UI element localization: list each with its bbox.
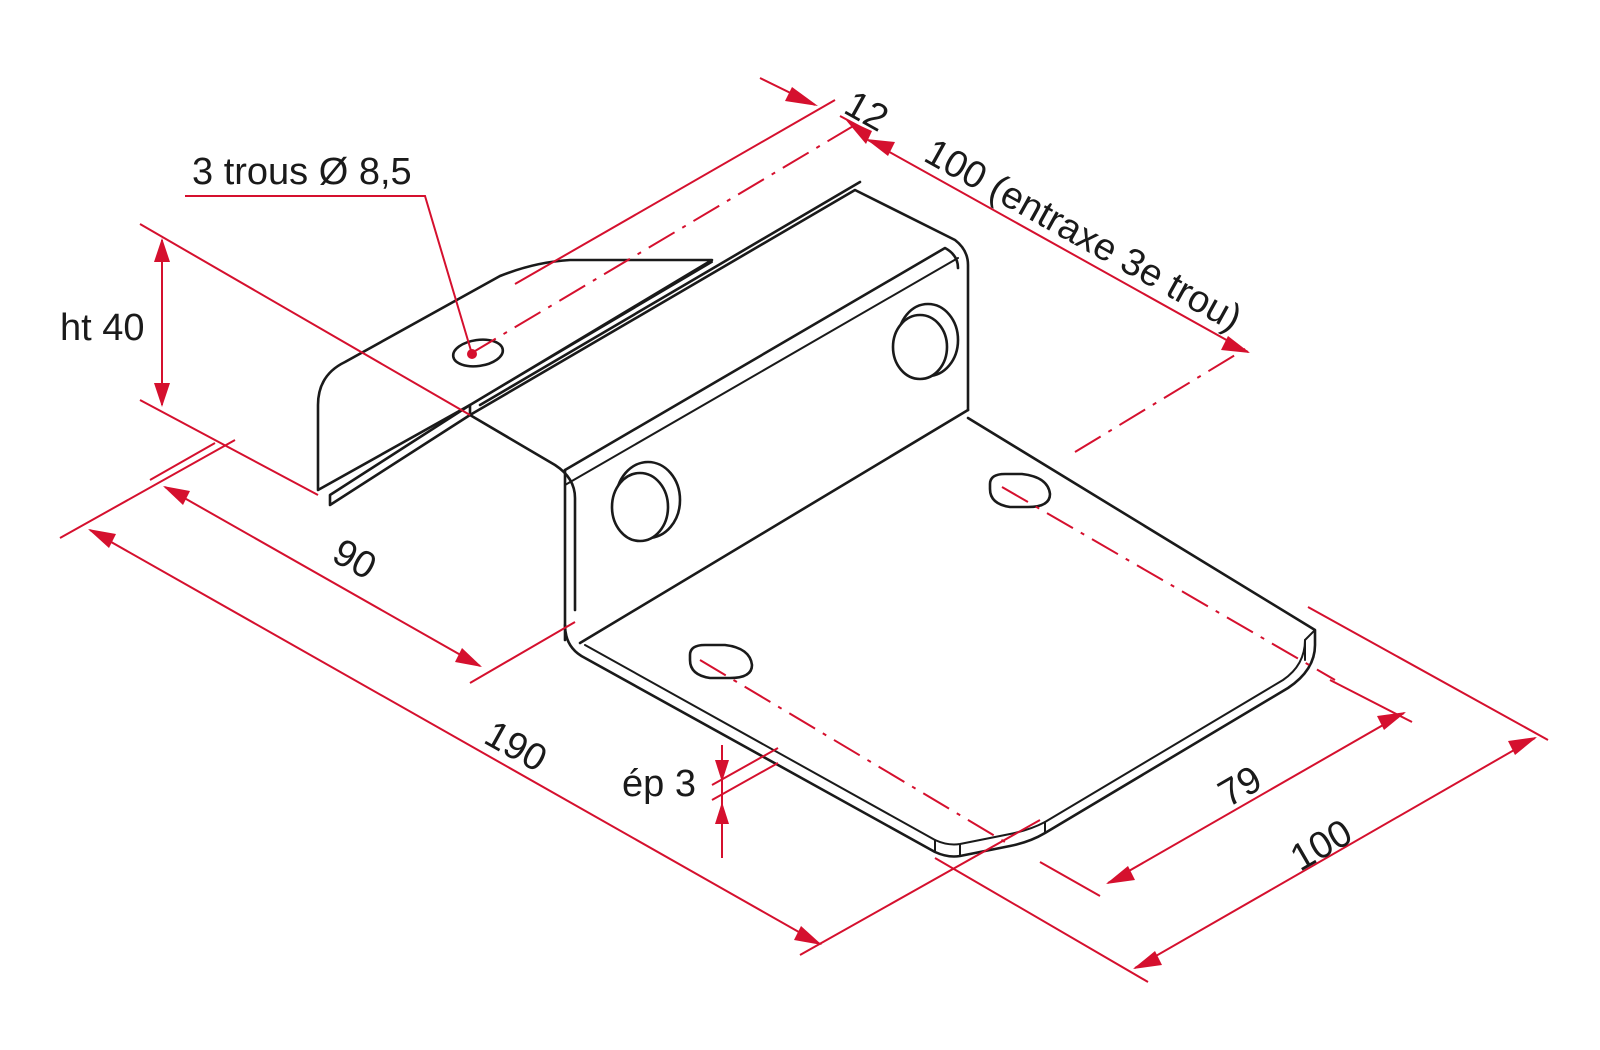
depth-100-ext bbox=[934, 606, 1549, 983]
height-arrow bbox=[154, 238, 170, 262]
offset-12-arrow bbox=[845, 119, 872, 144]
vertical-wall bbox=[468, 413, 577, 612]
top-flange-fold bbox=[469, 261, 713, 406]
base-plate-top bbox=[578, 408, 970, 645]
dim-79-arrow bbox=[1106, 866, 1135, 884]
width-90-label: 90 bbox=[326, 531, 383, 588]
slot-axis bbox=[699, 659, 1011, 846]
slotted-hole-icon bbox=[988, 472, 1052, 509]
length-190-label: 190 bbox=[478, 713, 554, 780]
dim-79-line bbox=[1107, 712, 1405, 884]
thickness-arrow bbox=[715, 760, 729, 782]
base-plate bbox=[563, 416, 1317, 858]
third-hole-axis bbox=[1074, 345, 1251, 453]
dim-79-arrow bbox=[1377, 712, 1406, 730]
depth-100-line bbox=[1134, 737, 1536, 969]
round-stud-icon bbox=[891, 302, 960, 381]
holes-label: 3 trous Ø 8,5 bbox=[192, 151, 412, 193]
spacing-100-line bbox=[867, 139, 1249, 353]
spacing-100-arrow bbox=[866, 139, 895, 156]
width-90-arrow bbox=[455, 648, 482, 667]
width-90-arrow bbox=[163, 486, 190, 505]
dim-79-label: 79 bbox=[1212, 758, 1270, 816]
thickness-label: ép 3 bbox=[622, 763, 696, 805]
hole-leader bbox=[185, 195, 473, 355]
depth-100-label: 100 bbox=[1284, 812, 1360, 880]
round-hole-icon bbox=[451, 338, 505, 368]
spacing-100-arrow bbox=[1221, 336, 1250, 353]
length-190-ext bbox=[59, 439, 1041, 956]
thickness-arrow bbox=[715, 802, 729, 824]
upper-ridge-inner bbox=[478, 180, 862, 407]
slot-axis bbox=[1001, 486, 1336, 681]
top-flange-top bbox=[316, 258, 714, 492]
width-90-line bbox=[164, 486, 481, 667]
top-hole-axis bbox=[469, 121, 861, 355]
top-flange-edge bbox=[328, 403, 472, 507]
base-plate-front-edge bbox=[584, 639, 1306, 846]
dimensions bbox=[59, 77, 1549, 983]
height-ext-top bbox=[139, 223, 471, 416]
depth-100-arrow bbox=[1508, 737, 1537, 755]
round-stud-icon bbox=[610, 460, 682, 543]
length-190-line bbox=[89, 529, 821, 945]
offset-12-ext-line bbox=[514, 99, 836, 285]
height-label: ht 40 bbox=[60, 307, 145, 349]
base-plate-thickness bbox=[934, 629, 1316, 857]
length-190-arrow bbox=[794, 926, 822, 945]
depth-100-arrow bbox=[1133, 951, 1162, 969]
height-arrow bbox=[154, 383, 170, 407]
length-190-arrow bbox=[88, 529, 116, 548]
wall-top-edge bbox=[563, 246, 960, 472]
offset-12-label: 12 bbox=[838, 83, 895, 140]
wall-fold-line bbox=[564, 257, 959, 486]
width-90-ext bbox=[149, 442, 576, 684]
height-ext-bottom bbox=[139, 399, 319, 496]
slotted-hole-icon bbox=[688, 643, 754, 680]
upper-ridge bbox=[468, 188, 970, 417]
offset-12-arrow bbox=[785, 87, 818, 106]
bracket-outline bbox=[316, 180, 1317, 858]
